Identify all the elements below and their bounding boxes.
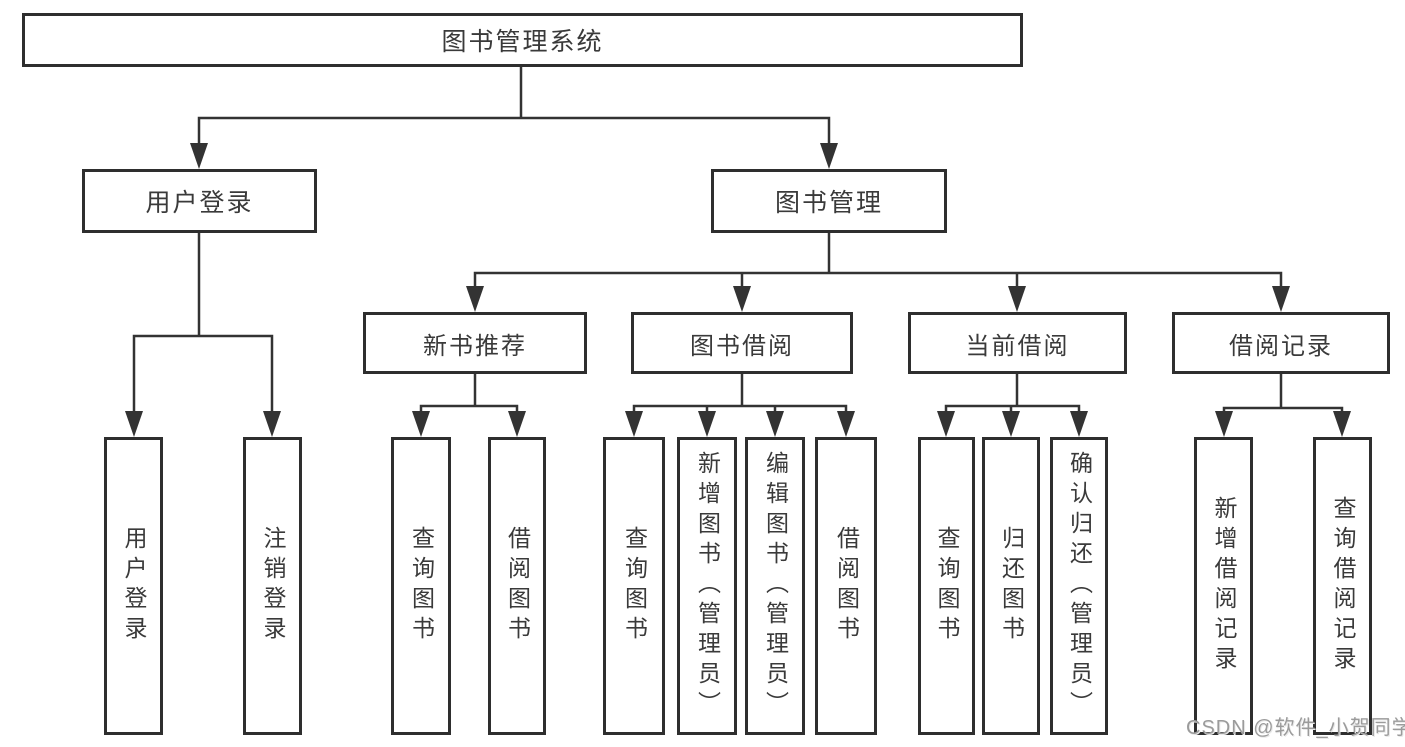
leaf-current-return-books: 归还图书 [982, 437, 1040, 735]
leaf-borrow-add-books: 新增图书（管理员） [677, 437, 737, 735]
leaf-record-add-record: 新增借阅记录 [1194, 437, 1253, 735]
leaf-user-login-label: 用户登录 [121, 526, 147, 646]
leaf-newrec-borrow-books: 借阅图书 [488, 437, 546, 735]
leaf-record-add-record-label: 新增借阅记录 [1211, 496, 1237, 676]
leaf-newrec-query-books: 查询图书 [391, 437, 451, 735]
leaf-logout: 注销登录 [243, 437, 302, 735]
leaf-record-query-record: 查询借阅记录 [1313, 437, 1372, 735]
leaf-borrow-edit-books-label: 编辑图书（管理员） [762, 451, 789, 721]
node-root-label: 图书管理系统 [441, 28, 604, 56]
node-book-borrow-label: 图书借阅 [690, 332, 794, 360]
leaf-record-query-record-label: 查询借阅记录 [1330, 496, 1356, 676]
leaf-borrow-query-books-label: 查询图书 [621, 526, 648, 646]
leaf-borrow-add-books-label: 新增图书（管理员） [694, 451, 721, 721]
node-book-mgmt: 图书管理 [711, 169, 947, 233]
leaf-current-query-books: 查询图书 [918, 437, 975, 735]
node-book-borrow: 图书借阅 [631, 312, 853, 374]
leaf-current-query-books-label: 查询图书 [934, 526, 960, 646]
leaf-newrec-borrow-books-label: 借阅图书 [504, 526, 531, 646]
leaf-current-return-books-label: 归还图书 [998, 526, 1025, 646]
arrowheads [125, 143, 1351, 437]
node-current-borrow-label: 当前借阅 [965, 332, 1070, 360]
leaf-current-confirm-return-label: 确认归还（管理员） [1066, 451, 1093, 721]
node-root: 图书管理系统 [22, 13, 1023, 67]
leaf-current-confirm-return: 确认归还（管理员） [1050, 437, 1108, 735]
leaf-borrow-borrow-books: 借阅图书 [815, 437, 877, 735]
leaf-newrec-query-books-label: 查询图书 [408, 526, 435, 646]
leaf-borrow-edit-books: 编辑图书（管理员） [745, 437, 805, 735]
node-borrow-record-label: 借阅记录 [1229, 332, 1333, 360]
node-user-login-label: 用户登录 [145, 189, 254, 217]
node-new-book-rec-label: 新书推荐 [423, 332, 527, 360]
node-current-borrow: 当前借阅 [908, 312, 1127, 374]
leaf-borrow-borrow-books-label: 借阅图书 [833, 526, 860, 646]
node-new-book-rec: 新书推荐 [363, 312, 587, 374]
watermark: CSDN @软件_小贺同学 [1186, 717, 1405, 739]
node-book-mgmt-label: 图书管理 [774, 189, 883, 217]
leaf-logout-label: 注销登录 [260, 526, 286, 646]
node-user-login: 用户登录 [82, 169, 317, 233]
leaf-user-login: 用户登录 [104, 437, 163, 735]
node-borrow-record: 借阅记录 [1172, 312, 1390, 374]
leaf-borrow-query-books: 查询图书 [603, 437, 665, 735]
